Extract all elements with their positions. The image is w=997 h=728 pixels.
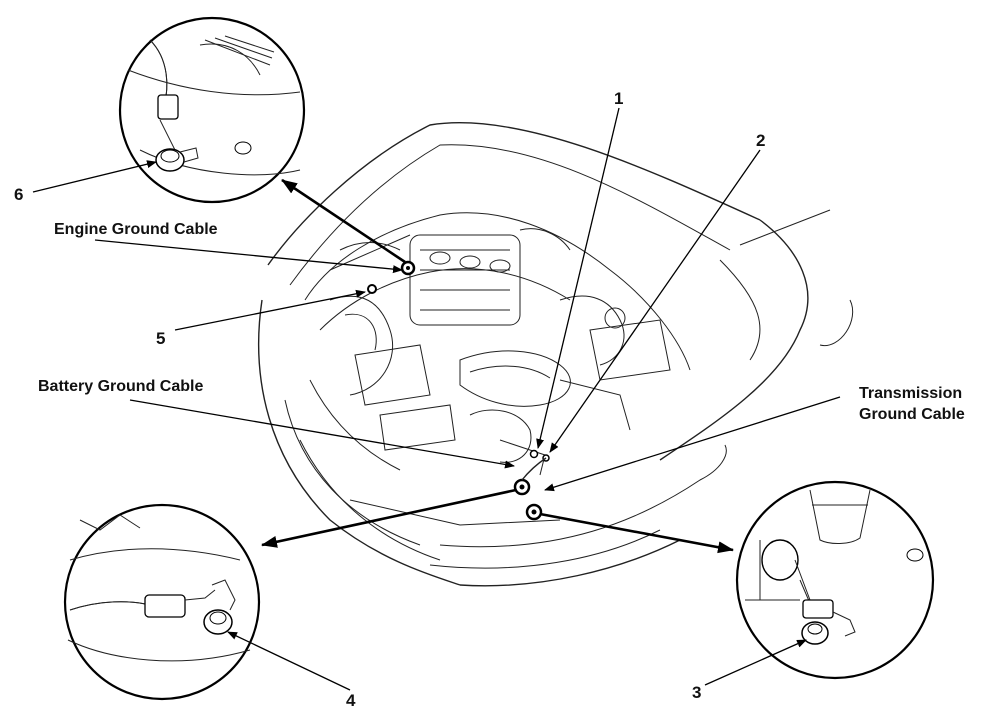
callout-6: 6 xyxy=(14,185,23,204)
leader-lines xyxy=(32,107,841,691)
arrow-to-detail-3 xyxy=(539,512,734,554)
arrow-to-detail-6 xyxy=(281,178,406,264)
callout-1: 1 xyxy=(614,89,623,108)
labels: 1 2 3 4 5 6 Engine Ground Cable Battery … xyxy=(14,89,965,710)
callout-3: 3 xyxy=(692,683,701,702)
leader-6 xyxy=(32,160,157,193)
bolt-1-main xyxy=(529,449,539,459)
leader-transmission-ground xyxy=(544,396,841,492)
leader-1 xyxy=(536,107,620,449)
label-transmission-line2: Ground Cable xyxy=(859,406,965,423)
engine-bay xyxy=(304,212,691,476)
callout-4: 4 xyxy=(346,691,356,710)
leader-battery-ground xyxy=(129,399,515,469)
pointer-arrows xyxy=(261,178,734,554)
label-engine-ground-cable: Engine Ground Cable xyxy=(54,221,218,238)
leader-4 xyxy=(227,631,351,691)
detail-view-engine-ground xyxy=(118,16,306,204)
vehicle-body-outline xyxy=(257,121,854,587)
arrow-to-detail-4 xyxy=(261,488,517,548)
callout-5: 5 xyxy=(156,329,165,348)
detail-view-transmission-ground xyxy=(735,480,935,680)
leader-5 xyxy=(174,289,366,331)
detail-view-battery-ground xyxy=(63,503,261,701)
leader-2 xyxy=(549,149,761,453)
bolt-5-main xyxy=(367,284,377,294)
ground-points xyxy=(367,260,550,521)
label-transmission-line1: Transmission xyxy=(859,385,962,402)
leader-engine-ground xyxy=(94,239,403,274)
leader-3 xyxy=(704,639,807,686)
callout-2: 2 xyxy=(756,131,765,150)
label-battery-ground-cable: Battery Ground Cable xyxy=(38,378,203,395)
